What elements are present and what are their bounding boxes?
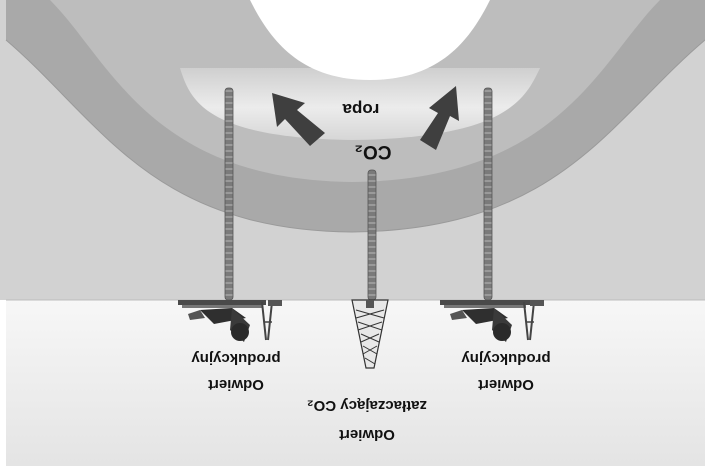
producer-left-label-line2: produkcyjny — [191, 350, 281, 367]
injection-derrick — [351, 299, 389, 369]
ground-surface — [6, 300, 705, 466]
right-production-pipe — [483, 87, 493, 301]
right-pumpjack-rig — [440, 300, 544, 342]
injector-label-line1: Odwiert — [339, 426, 395, 443]
injector-label-line2: zatłaczający CO₂ — [307, 397, 427, 414]
co2-cap — [250, 0, 490, 80]
oil-band — [180, 68, 540, 140]
oil-label: ropa — [342, 100, 379, 119]
left-flow-arrow — [272, 93, 325, 146]
injection-pipe — [367, 169, 377, 301]
co2-zone-label: CO₂ — [355, 141, 392, 162]
left-pumpjack-rig — [178, 300, 282, 342]
producer-right-label-line2: produkcyjny — [461, 350, 551, 367]
rock-boundary — [5, 39, 705, 233]
producer-left-label-line1: Odwiert — [208, 376, 264, 393]
left-production-pipe — [224, 87, 234, 301]
right-flow-arrow — [420, 86, 459, 150]
producer-right-label-line1: Odwiert — [478, 376, 534, 393]
